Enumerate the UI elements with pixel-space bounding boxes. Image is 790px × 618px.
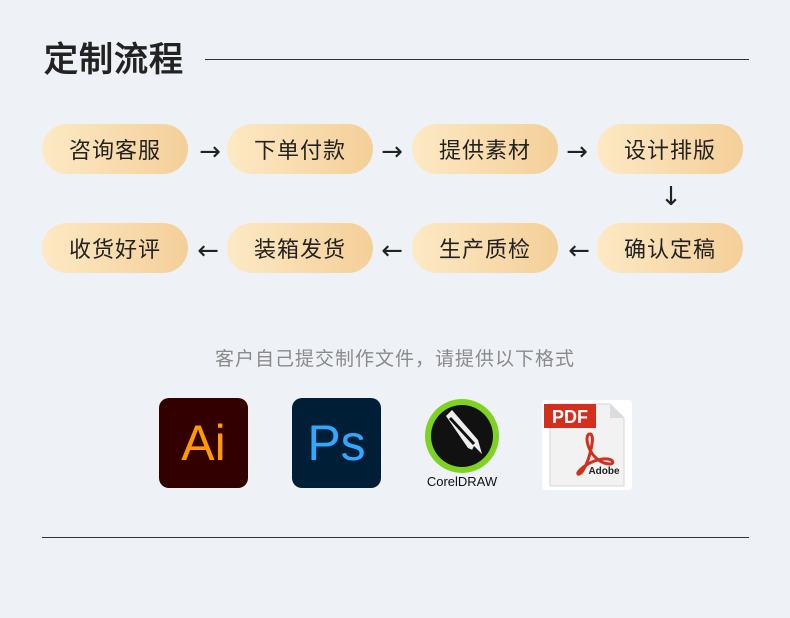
arrow-right-icon: → xyxy=(381,137,403,167)
step-review: 收货好评 xyxy=(42,223,188,273)
arrow-down-icon: ↓ xyxy=(660,182,682,212)
step-design-layout: 设计排版 xyxy=(597,124,743,174)
arrow-right-icon: → xyxy=(199,137,221,167)
arrow-left-icon: ← xyxy=(197,236,219,266)
photoshop-label: Ps xyxy=(307,415,366,471)
arrow-left-icon: ← xyxy=(568,236,590,266)
illustrator-icon: Ai xyxy=(159,398,248,488)
step-provide-materials: 提供素材 xyxy=(412,124,558,174)
illustrator-label: Ai xyxy=(181,415,226,471)
photoshop-icon: Ps xyxy=(292,398,381,488)
bottom-divider xyxy=(42,537,749,538)
page-title: 定制流程 xyxy=(44,40,184,80)
coreldraw-label: CorelDRAW xyxy=(426,474,498,489)
step-consult: 咨询客服 xyxy=(42,124,188,174)
step-production-qc: 生产质检 xyxy=(412,223,558,273)
step-pack-ship: 装箱发货 xyxy=(227,223,373,273)
step-confirm-draft: 确认定稿 xyxy=(597,223,743,273)
arrow-left-icon: ← xyxy=(381,236,403,266)
adobe-label: Adobe xyxy=(588,466,620,477)
arrow-right-icon: → xyxy=(566,137,588,167)
step-order-pay: 下单付款 xyxy=(227,124,373,174)
pdf-icon: PDF Adobe xyxy=(542,400,632,490)
title-divider xyxy=(205,59,749,60)
coreldraw-icon xyxy=(425,399,499,473)
pdf-badge-label: PDF xyxy=(552,407,588,427)
format-instructions: 客户自己提交制作文件，请提供以下格式 xyxy=(214,348,575,370)
